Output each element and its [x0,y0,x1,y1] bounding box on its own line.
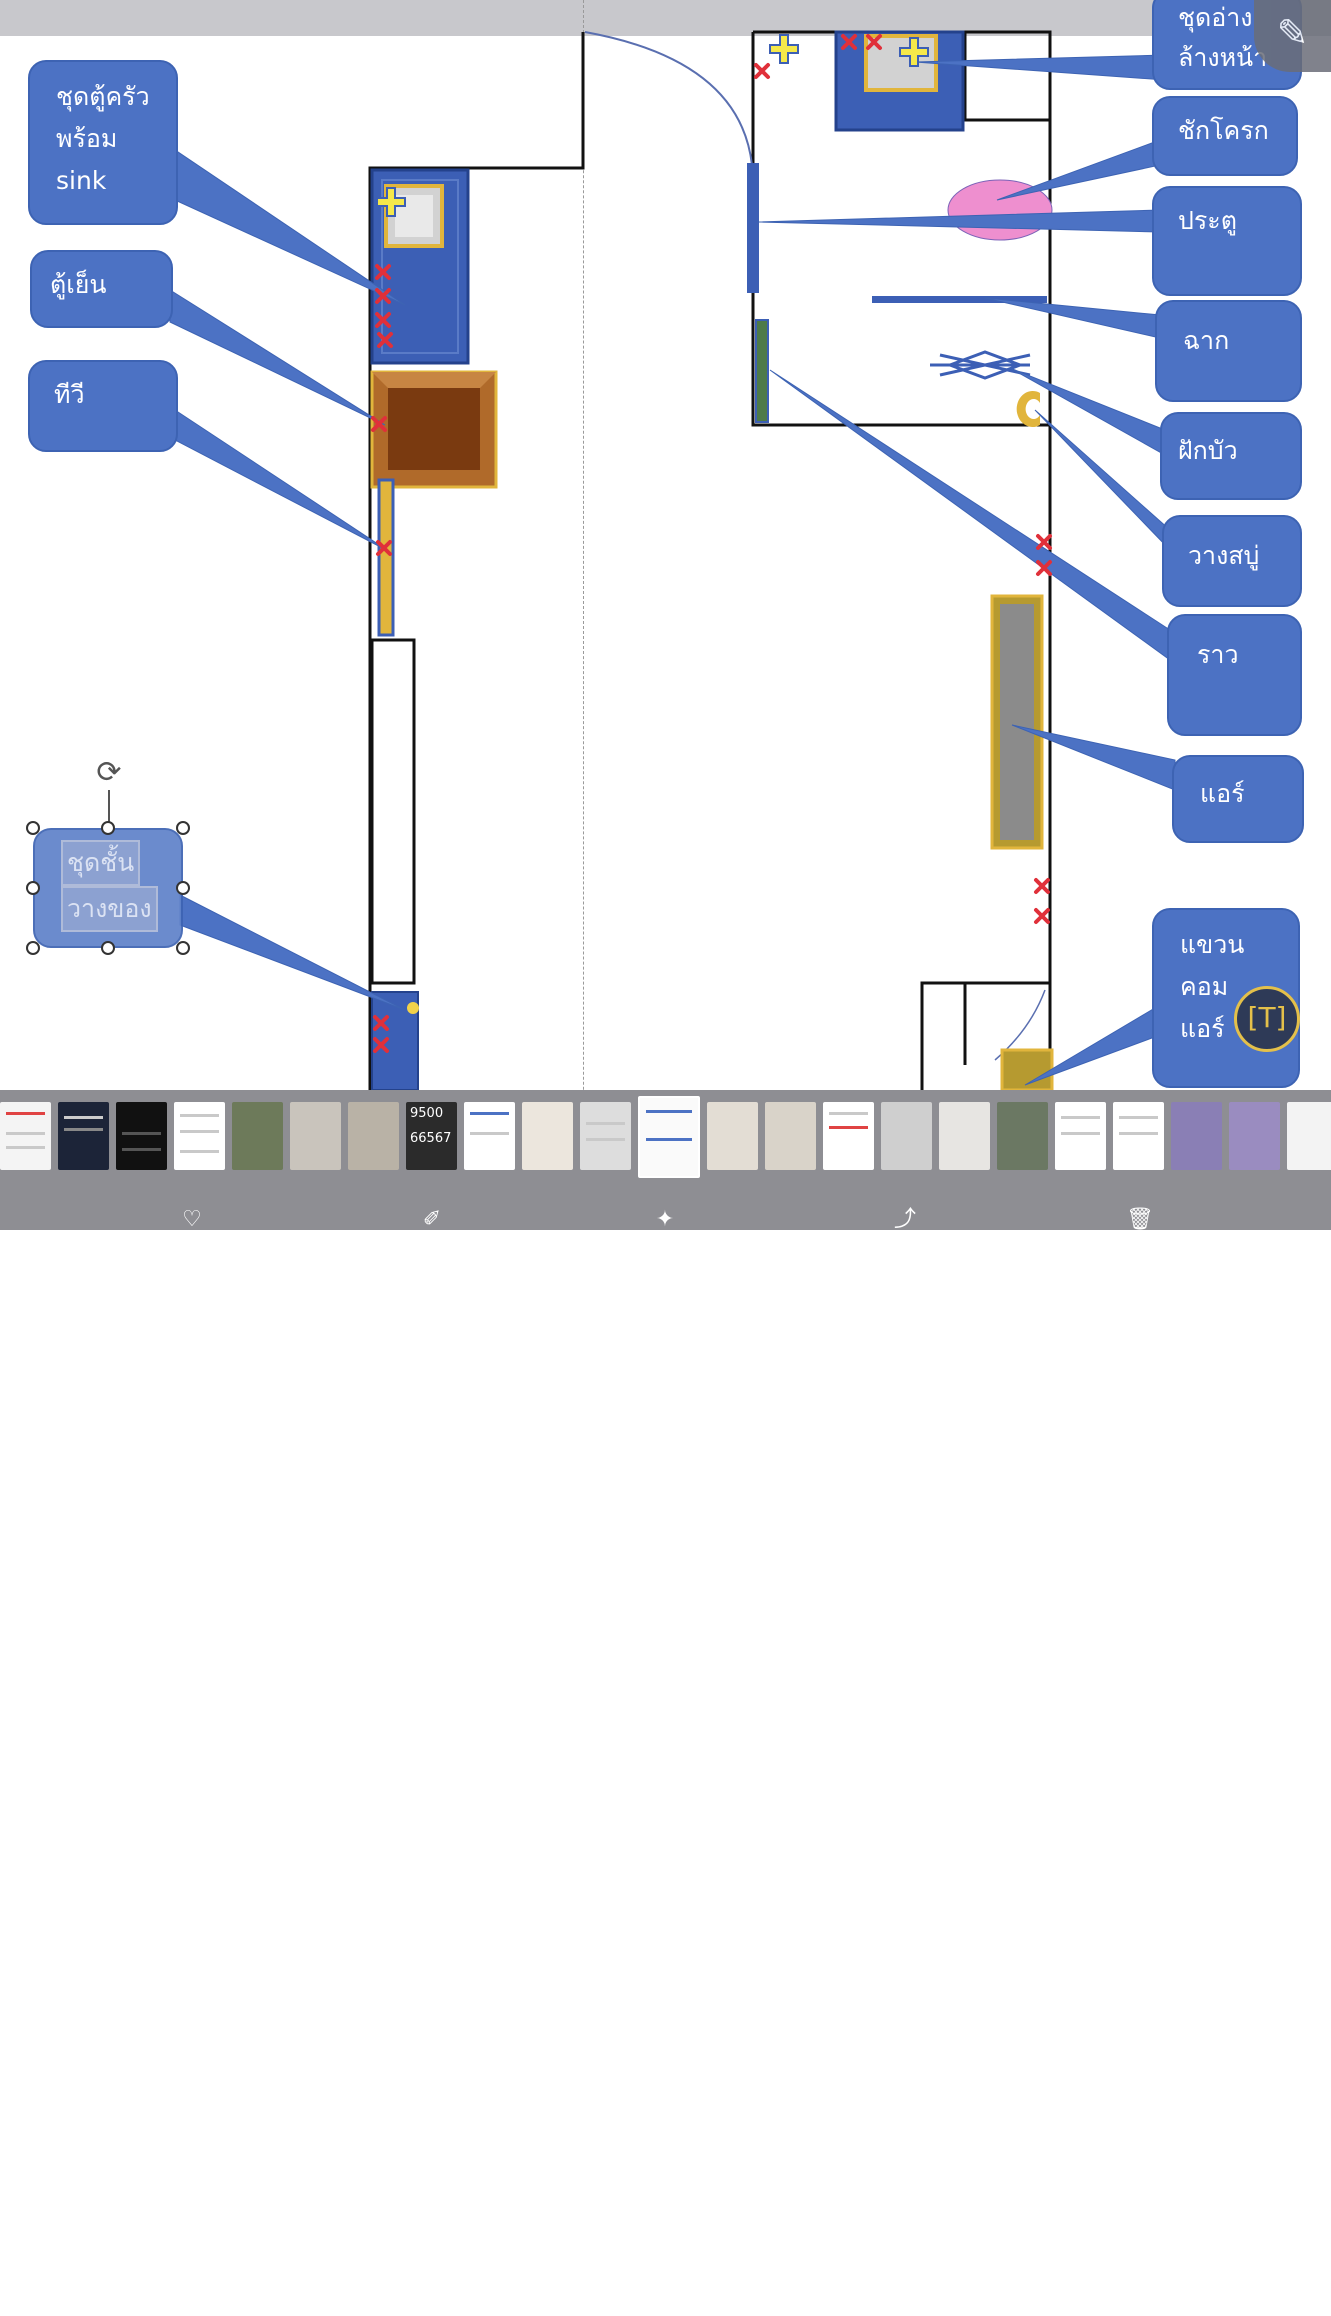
thumbnail[interactable] [1113,1102,1164,1170]
edit-icon[interactable]: ✐ [422,1207,442,1232]
label-rail[interactable]: ราว [1167,614,1302,736]
label-compressor-line1: แขวน [1180,930,1245,959]
label-shower[interactable]: ฝักบัว [1160,412,1302,500]
thumbnail-text-2: 66567 [410,1131,452,1146]
label-compressor-line3: แอร์ [1180,1014,1225,1043]
label-soap-text: วางสบู่ [1188,541,1260,570]
watermark-text: FazWaz [1005,2230,1331,2316]
rail [755,319,769,423]
label-partition[interactable]: ฉาก [1155,300,1302,402]
resize-handle-ml[interactable] [26,881,40,895]
enhance-icon[interactable]: ✦ [655,1207,675,1232]
thumbnail[interactable] [881,1102,932,1170]
aircon-unit [990,594,1044,850]
label-tv[interactable]: ทีวี [28,360,178,452]
watermark-logo [934,2250,994,2306]
label-door[interactable]: ประตู [1152,186,1302,296]
label-rail-text: ราว [1197,640,1239,669]
label-basin-line1: ชุดอ่าง [1178,3,1253,32]
thumbnail[interactable] [290,1102,341,1170]
cross-marks [371,34,1052,1053]
top-toolbar [0,0,1331,36]
plus-marks [376,34,929,217]
thumbnail[interactable] [997,1102,1048,1170]
resize-handle-tr[interactable] [176,821,190,835]
label-aircon-text: แอร์ [1200,779,1245,808]
resize-handle-bc[interactable] [101,941,115,955]
label-tv-text: ทีวี [54,380,85,409]
heart-icon[interactable]: ♡ [182,1207,202,1232]
thumbnail[interactable] [707,1102,758,1170]
thumbnail[interactable] [174,1102,225,1170]
page-divider [583,0,584,1230]
resize-handle-tc[interactable] [101,821,115,835]
label-toilet-text: ชักโครก [1178,116,1269,145]
thumbnail[interactable] [1171,1102,1222,1170]
label-basin-line2: ล้างหน้า [1178,43,1268,72]
pencil-icon[interactable]: ✎ [1254,0,1331,72]
partition [872,296,1047,303]
thumbnail[interactable] [522,1102,573,1170]
resize-handle-br[interactable] [176,941,190,955]
thumbnail[interactable] [116,1102,167,1170]
label-kitchen-set[interactable]: ชุดตู้ครัว พร้อม sink [28,60,178,225]
thumbnail-text-1: 9500 [410,1106,444,1121]
label-aircon[interactable]: แอร์ [1172,755,1304,843]
callout-pointers [169,54,1176,1086]
thumbnail[interactable] [0,1102,51,1170]
thumbnail[interactable] [1055,1102,1106,1170]
fridge-cabinet [370,370,498,489]
text-recognition-icon[interactable]: [T] [1234,986,1300,1052]
label-shower-text: ฝักบัว [1178,436,1238,465]
resize-handle-mr[interactable] [176,881,190,895]
thumbnail[interactable] [58,1102,109,1170]
thumbnail[interactable] [232,1102,283,1170]
thumbnail[interactable]: 9500 66567 [406,1102,457,1170]
label-kitchen-line1: ชุดตู้ครัว [56,82,150,111]
thumbnail[interactable] [1229,1102,1280,1170]
thumbnail[interactable] [823,1102,874,1170]
thumbnail[interactable] [939,1102,990,1170]
thumbnail[interactable] [765,1102,816,1170]
label-fridge-text: ตู้เย็น [50,270,107,299]
label-partition-text: ฉาก [1183,326,1230,355]
thumbnail-row: 9500 66567 [0,1096,1331,1178]
label-toilet[interactable]: ชักโครก [1152,96,1298,176]
resize-handle-bl[interactable] [26,941,40,955]
label-fridge[interactable]: ตู้เย็น [30,250,173,328]
rotate-icon[interactable]: ⟳ [96,755,122,790]
label-door-text: ประตู [1178,206,1237,235]
thumbnail[interactable] [464,1102,515,1170]
label-compressor-line2: คอม [1180,972,1229,1001]
soap-holder [1016,391,1040,427]
thumbnail[interactable] [580,1102,631,1170]
resize-handle-tl[interactable] [26,821,40,835]
thumbnail-active[interactable] [638,1096,700,1178]
door-leaf [747,163,759,293]
thumbnail[interactable] [1287,1102,1331,1170]
trash-icon[interactable]: 🗑 [1126,1207,1154,1232]
label-kitchen-line2: พร้อม [56,124,118,153]
label-soap[interactable]: วางสบู่ [1162,515,1302,607]
thumbnail[interactable] [348,1102,399,1170]
share-icon[interactable]: ⤴ [893,1207,916,1232]
label-kitchen-line3: sink [56,166,107,195]
door-arc-main [584,31,753,166]
label-shelf-selected[interactable]: ชุดชั้น วางของ [33,828,183,948]
tv-strip [377,478,395,637]
label-shelf-line1: ชุดชั้น [61,840,141,886]
label-shelf-line2: วางของ [61,886,158,932]
walls-left [368,32,585,1090]
floor-plan-canvas[interactable] [0,0,1331,1090]
shower [930,350,1031,380]
bottom-action-bar: ♡ ✐ ✦ ⤴ 🗑 [0,1207,1331,1232]
rotate-stem [108,790,110,827]
